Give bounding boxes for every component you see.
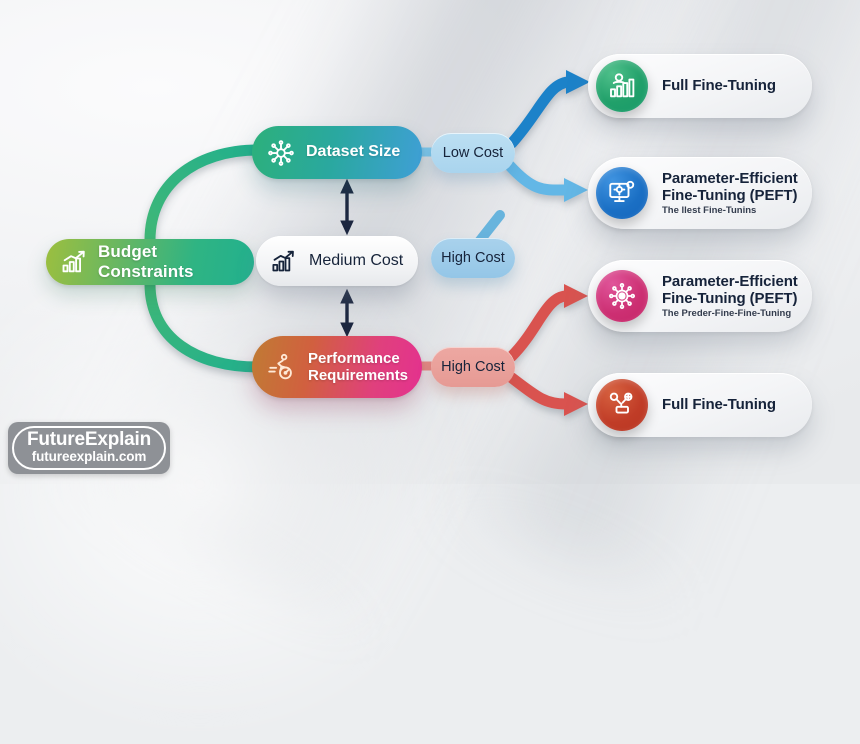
node-performance-requirements[interactable]: Performance Requirements [252,336,422,398]
chart-person-icon [596,60,648,112]
cost-pill-low-cost[interactable]: Low Cost [431,133,515,173]
outcome-title: Parameter-Efficient Fine-Tuning (PEFT) [662,272,798,307]
outcome-title: Parameter-Efficient Fine-Tuning (PEFT) [662,169,798,204]
watermark-brand: FutureExplain [26,429,152,451]
double-arrow-dataset-medium [340,178,354,236]
network-hub-icon [596,270,648,322]
node-budget-constraints[interactable]: Budget Constraints [46,239,254,285]
outcome-card-body: Full Fine-Tuning [662,396,776,413]
arrow-high-cost-to-full-fine-tuning [506,372,588,416]
outcome-card-body: Parameter-Efficient Fine-Tuning (PEFT) T… [662,273,812,320]
outcome-card-body: Parameter-Efficient Fine-Tuning (PEFT) T… [662,170,812,217]
cost-label: High Cost [441,359,505,375]
outcome-card-body: Full Fine-Tuning [662,77,776,94]
arrow-high-cost-to-peft [506,284,588,362]
network-hub-icon [266,138,296,168]
node-label: Performance Requirements [308,349,409,384]
watermark-site: futureexplain.com [31,449,147,465]
node-medium-cost[interactable]: Medium Cost [256,236,418,286]
outcome-subtitle: The llest Fine-Tunins [662,204,757,216]
bar-chart-growth-icon [270,248,297,275]
cost-pill-high-cost-red[interactable]: High Cost [431,347,515,387]
node-label: Medium Cost [309,251,404,269]
node-link-icon [596,379,648,431]
outcome-title: Full Fine-Tuning [662,396,776,414]
arrow-low-cost-to-full-fine-tuning [506,70,590,149]
outcome-title: Full Fine-Tuning [662,77,776,95]
cost-label: Low Cost [442,145,504,161]
node-label: Budget Constraints [98,242,194,281]
cost-label: High Cost [441,250,505,266]
cost-pill-high-cost-blue[interactable]: High Cost [431,238,515,278]
link-root-to-performance [144,278,264,373]
outcome-subtitle: The Preder-Fine-Fine-Tuning [662,307,792,319]
outcome-card-full-fine-tuning-red[interactable]: Full Fine-Tuning [588,373,812,437]
outcome-card-peft-pink[interactable]: Parameter-Efficient Fine-Tuning (PEFT) T… [588,260,812,332]
bar-chart-growth-icon [60,248,88,276]
outcome-card-full-fine-tuning-green[interactable]: Full Fine-Tuning [588,54,812,118]
watermark-badge: FutureExplain futureexplain.com [8,422,170,474]
arrow-low-cost-to-peft [504,160,588,202]
outcome-card-peft-blue[interactable]: Parameter-Efficient Fine-Tuning (PEFT) T… [588,157,812,229]
link-root-to-dataset [144,144,264,246]
monitor-settings-icon [596,167,648,219]
node-dataset-size[interactable]: Dataset Size [252,126,422,179]
node-label: Dataset Size [306,143,401,161]
double-arrow-medium-performance [340,288,354,338]
runner-speedometer-icon [266,351,298,383]
